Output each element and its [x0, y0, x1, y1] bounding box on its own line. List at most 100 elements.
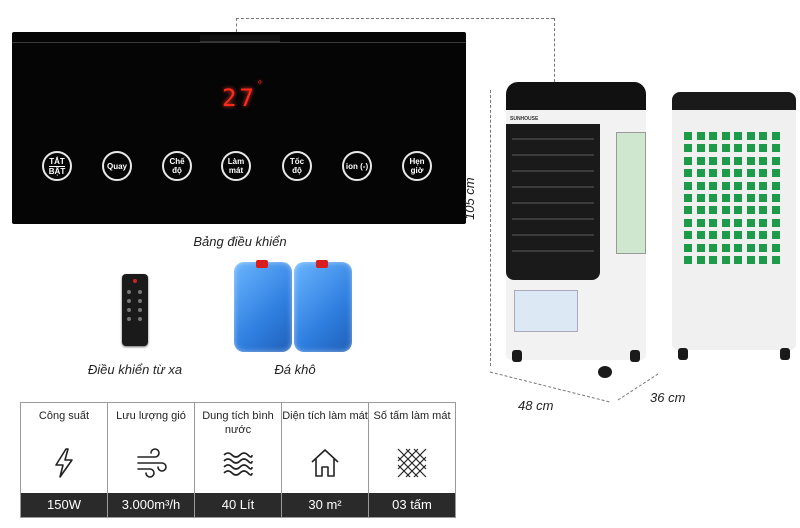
- back-cooling-pad-grid: [684, 132, 784, 268]
- depth-label: 36 cm: [650, 390, 686, 405]
- cooling-pad-cell: [746, 194, 755, 202]
- cooling-pad-cell: [734, 256, 742, 264]
- cooling-pad-cell: [709, 181, 717, 190]
- cooling-pad-cell: [771, 218, 780, 227]
- swing-button-label: Quay: [106, 161, 127, 171]
- panel-pointer-line: [236, 18, 554, 19]
- cooling-pad-cell: [684, 243, 692, 252]
- cooling-pad-cell: [721, 194, 730, 202]
- cooling-pad-cell: [696, 194, 705, 202]
- cooling-pad-icon: [397, 448, 427, 478]
- panel-caption: Bảng điều khiển: [193, 234, 287, 249]
- panel-notch: [200, 35, 280, 42]
- cooling-pad-cell: [734, 156, 742, 165]
- remote-control-image: [122, 274, 148, 346]
- cooling-pad-cell: [746, 156, 755, 165]
- cooling-pad-cell: [734, 169, 742, 178]
- cooling-pad-cell: [734, 231, 742, 240]
- ice-pack-image: [234, 260, 292, 352]
- cooling-pad-cell: [696, 218, 705, 227]
- cooling-pad-cell: [684, 194, 692, 202]
- cooling-pad-cell: [721, 144, 730, 153]
- cooling-pad-cell: [721, 181, 730, 190]
- cooling-pad-cell: [709, 218, 717, 227]
- panel-pointer-line: [554, 18, 555, 82]
- cooling-pad-cell: [734, 206, 742, 215]
- cooling-pad-cell: [746, 231, 755, 240]
- cooling-pad-cell: [759, 169, 767, 178]
- cooling-pad-cell: [721, 169, 730, 178]
- spec-value: 40 Lít: [195, 493, 281, 517]
- brand-label: SUNHOUSE: [510, 116, 539, 122]
- cooling-pad-cell: [746, 206, 755, 215]
- spec-area: Diện tích làm mát 30 m²: [282, 403, 369, 517]
- width-label: 48 cm: [518, 398, 554, 413]
- spec-tank: Dung tích bình nước 40 Lít: [195, 403, 282, 517]
- cooling-pad-cell: [696, 243, 705, 252]
- mode-button[interactable]: Chế độ: [162, 151, 192, 181]
- height-dimension-line: [490, 90, 491, 366]
- cooling-pad-cell: [684, 206, 692, 215]
- cooling-pad-cell: [734, 144, 742, 153]
- cooling-pad-cell: [734, 194, 742, 202]
- cooling-pad-cell: [771, 181, 780, 190]
- panel-pointer-line: [236, 18, 237, 32]
- spec-label: Diện tích làm mát: [282, 410, 368, 422]
- power-button-label-bottom: BẬT: [48, 166, 66, 176]
- cooling-pad-cell: [684, 156, 692, 165]
- cooling-pad-cell: [696, 144, 705, 153]
- cooling-pad-cell: [759, 132, 767, 140]
- spec-label: Số tấm làm mát: [373, 410, 451, 422]
- cooling-pad-cell: [746, 256, 755, 264]
- base-dimension-lines: [489, 371, 659, 403]
- cooling-pad-cell: [771, 132, 780, 140]
- cooling-pad-cell: [709, 169, 717, 178]
- cooling-pad-cell: [759, 156, 767, 165]
- cooling-pad-cell: [709, 194, 717, 202]
- cooling-pad-cell: [746, 181, 755, 190]
- cooling-pad-cell: [709, 231, 717, 240]
- spec-table: Công suất 150W Lưu lượng gió 3.000m³/h D…: [20, 402, 456, 518]
- temperature-value: 27: [222, 84, 257, 112]
- cooling-pad-cell: [746, 144, 755, 153]
- cooling-pad-cell: [759, 256, 767, 264]
- cooling-pad-cell: [734, 181, 742, 190]
- cooling-pad-cell: [734, 218, 742, 227]
- panel-divider: [12, 42, 466, 43]
- cooling-pad-cell: [684, 144, 692, 153]
- spec-value: 3.000m³/h: [108, 493, 194, 517]
- ion-button[interactable]: ion (-): [342, 151, 372, 181]
- cooling-pad-cell: [684, 256, 692, 264]
- temperature-display: 27°: [222, 80, 266, 112]
- cooling-pad-cell: [746, 243, 755, 252]
- cooling-pad-cell: [696, 231, 705, 240]
- water-waves-icon: [223, 452, 253, 476]
- cooling-pad-cell: [696, 169, 705, 178]
- cooling-pad-cell: [759, 181, 767, 190]
- cooling-pad-cell: [746, 169, 755, 178]
- cooling-pad-cell: [759, 194, 767, 202]
- cooling-pad-cell: [759, 243, 767, 252]
- swing-button[interactable]: Quay: [102, 151, 132, 181]
- ice-caption: Đá khô: [274, 362, 316, 377]
- cooling-pad-cell: [734, 243, 742, 252]
- timer-button-label-bottom: giờ: [410, 166, 424, 175]
- ion-button-label: ion (-): [345, 161, 369, 171]
- cooling-pad-cell: [721, 218, 730, 227]
- cooling-pad-cell: [771, 169, 780, 178]
- cooling-pad-cell: [684, 231, 692, 240]
- cooling-pad-cell: [759, 231, 767, 240]
- cooling-pad-cell: [771, 144, 780, 153]
- lightning-icon: [55, 448, 73, 478]
- cooling-pad-cell: [759, 144, 767, 153]
- speed-button[interactable]: Tốc độ: [282, 151, 312, 181]
- cooling-button-label-top: Làm: [227, 157, 245, 166]
- cooling-pad-cell: [771, 206, 780, 215]
- house-icon: [311, 449, 339, 477]
- cooling-pad-cell: [771, 256, 780, 264]
- spec-value: 150W: [21, 493, 107, 517]
